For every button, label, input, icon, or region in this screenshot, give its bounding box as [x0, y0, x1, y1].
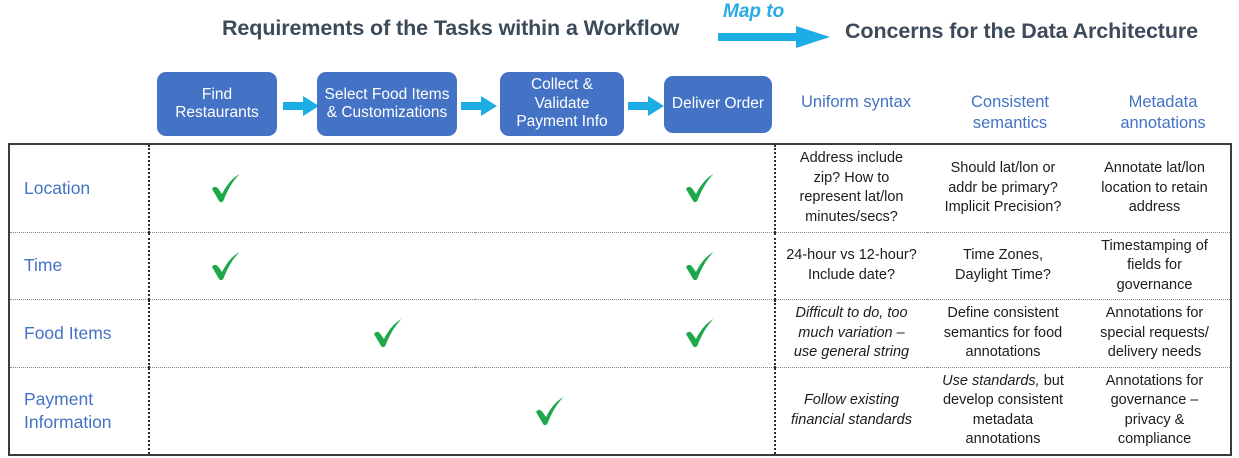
- workflow-step-deliver-order[interactable]: Deliver Order: [664, 76, 772, 133]
- concern-cell-r1-c1: Time Zones, Daylight Time?: [927, 232, 1079, 300]
- concern-cell-r3-c1: Use standards, but develop consistent me…: [927, 367, 1079, 455]
- workflow-connector-arrow-icon-2: [461, 96, 497, 116]
- check-cell-r3-c2[interactable]: [475, 367, 625, 455]
- check-mark-icon: [685, 251, 713, 280]
- concern-emphasis: Use standards,: [942, 372, 1040, 389]
- table-row: Payment Information Follow existing finan…: [9, 367, 1231, 455]
- workflow-connector-arrow-icon-1: [283, 96, 319, 116]
- workflow-step-collect-validate-payment[interactable]: Collect & Validate Payment Info: [500, 72, 624, 136]
- map-to-label: Map to: [723, 1, 785, 22]
- check-cell-r2-c3[interactable]: [625, 299, 776, 368]
- check-cell-r2-c1[interactable]: [301, 299, 475, 368]
- check-cell-r0-c3[interactable]: [625, 144, 776, 233]
- check-cell-r0-c0[interactable]: [149, 144, 301, 233]
- workflow-steps-band: Find Restaurants Select Food Items & Cus…: [0, 66, 1239, 142]
- check-mark-icon: [536, 396, 564, 425]
- check-mark-icon: [685, 174, 713, 203]
- check-cell-r3-c0[interactable]: [149, 367, 301, 455]
- concern-cell-r0-c1: Should lat/lon or addr be primary? Impli…: [927, 144, 1079, 233]
- concern-cell-r2-c0: Difficult to do, too much variation – us…: [775, 299, 927, 368]
- page-title-right: Concerns for the Data Architecture: [845, 19, 1199, 43]
- check-cell-r1-c0[interactable]: [149, 232, 301, 300]
- header-band: Requirements of the Tasks within a Workf…: [0, 0, 1239, 62]
- concern-cell-r3-c2: Annotations for governance – privacy & c…: [1105, 372, 1204, 448]
- check-cell-r1-c3[interactable]: [625, 232, 776, 300]
- concern-header-consistent-semantics: Consistent semantics: [971, 93, 1049, 132]
- check-cell-r2-c2[interactable]: [475, 299, 625, 368]
- concern-cell-r0-c0: Address include zip? How to represent la…: [775, 144, 927, 233]
- check-cell-r0-c2[interactable]: [475, 144, 625, 233]
- check-mark-icon: [374, 319, 402, 348]
- check-cell-r3-c1[interactable]: [301, 367, 475, 455]
- check-cell-r2-c0[interactable]: [149, 299, 301, 368]
- check-cell-r1-c1[interactable]: [301, 232, 475, 300]
- page-title-left: Requirements of the Tasks within a Workf…: [222, 16, 680, 40]
- concern-cell-r1-c0: 24-hour vs 12-hour? Include date?: [775, 232, 927, 300]
- table-row: Food Items Difficult to do, too much vari…: [9, 299, 1231, 368]
- requirements-concerns-matrix: Location Address include zip? How to repr…: [8, 143, 1232, 456]
- concern-header-uniform-syntax: Uniform syntax: [800, 93, 912, 111]
- concern-cell-r3-c0: Follow existing financial standards: [791, 392, 912, 428]
- workflow-connector-arrow-icon-3: [628, 96, 664, 116]
- row-label-payment-information: Payment Information: [9, 367, 150, 455]
- table-row: Location Address include zip? How to repr…: [9, 144, 1231, 233]
- check-mark-icon: [211, 251, 239, 280]
- workflow-step-select-food-items[interactable]: Select Food Items & Customizations: [317, 72, 457, 136]
- concern-text: but develop consistent metadata annotati…: [942, 372, 1064, 448]
- concern-cell-r2-c1: Define consistent semantics for food ann…: [927, 299, 1079, 368]
- check-cell-r3-c3[interactable]: [625, 367, 776, 455]
- check-cell-r0-c1[interactable]: [301, 144, 475, 233]
- row-label-location: Location: [9, 144, 150, 233]
- concern-cell-r0-c2: Annotate lat/lon location to retain addr…: [1079, 144, 1231, 233]
- map-to-arrow-icon: [718, 26, 830, 48]
- concern-header-metadata-annotations: Metadata annotations: [1120, 93, 1206, 132]
- check-mark-icon: [211, 174, 239, 203]
- row-label-food-items: Food Items: [9, 299, 150, 368]
- check-cell-r1-c2[interactable]: [475, 232, 625, 300]
- row-label-time: Time: [9, 232, 150, 300]
- workflow-step-find-restaurants[interactable]: Find Restaurants: [157, 72, 277, 136]
- concern-cell-r1-c2: Timestamping of fields for governance: [1079, 232, 1231, 300]
- check-mark-icon: [685, 319, 713, 348]
- concern-cell-r2-c2: Annotations for special requests/ delive…: [1079, 299, 1231, 368]
